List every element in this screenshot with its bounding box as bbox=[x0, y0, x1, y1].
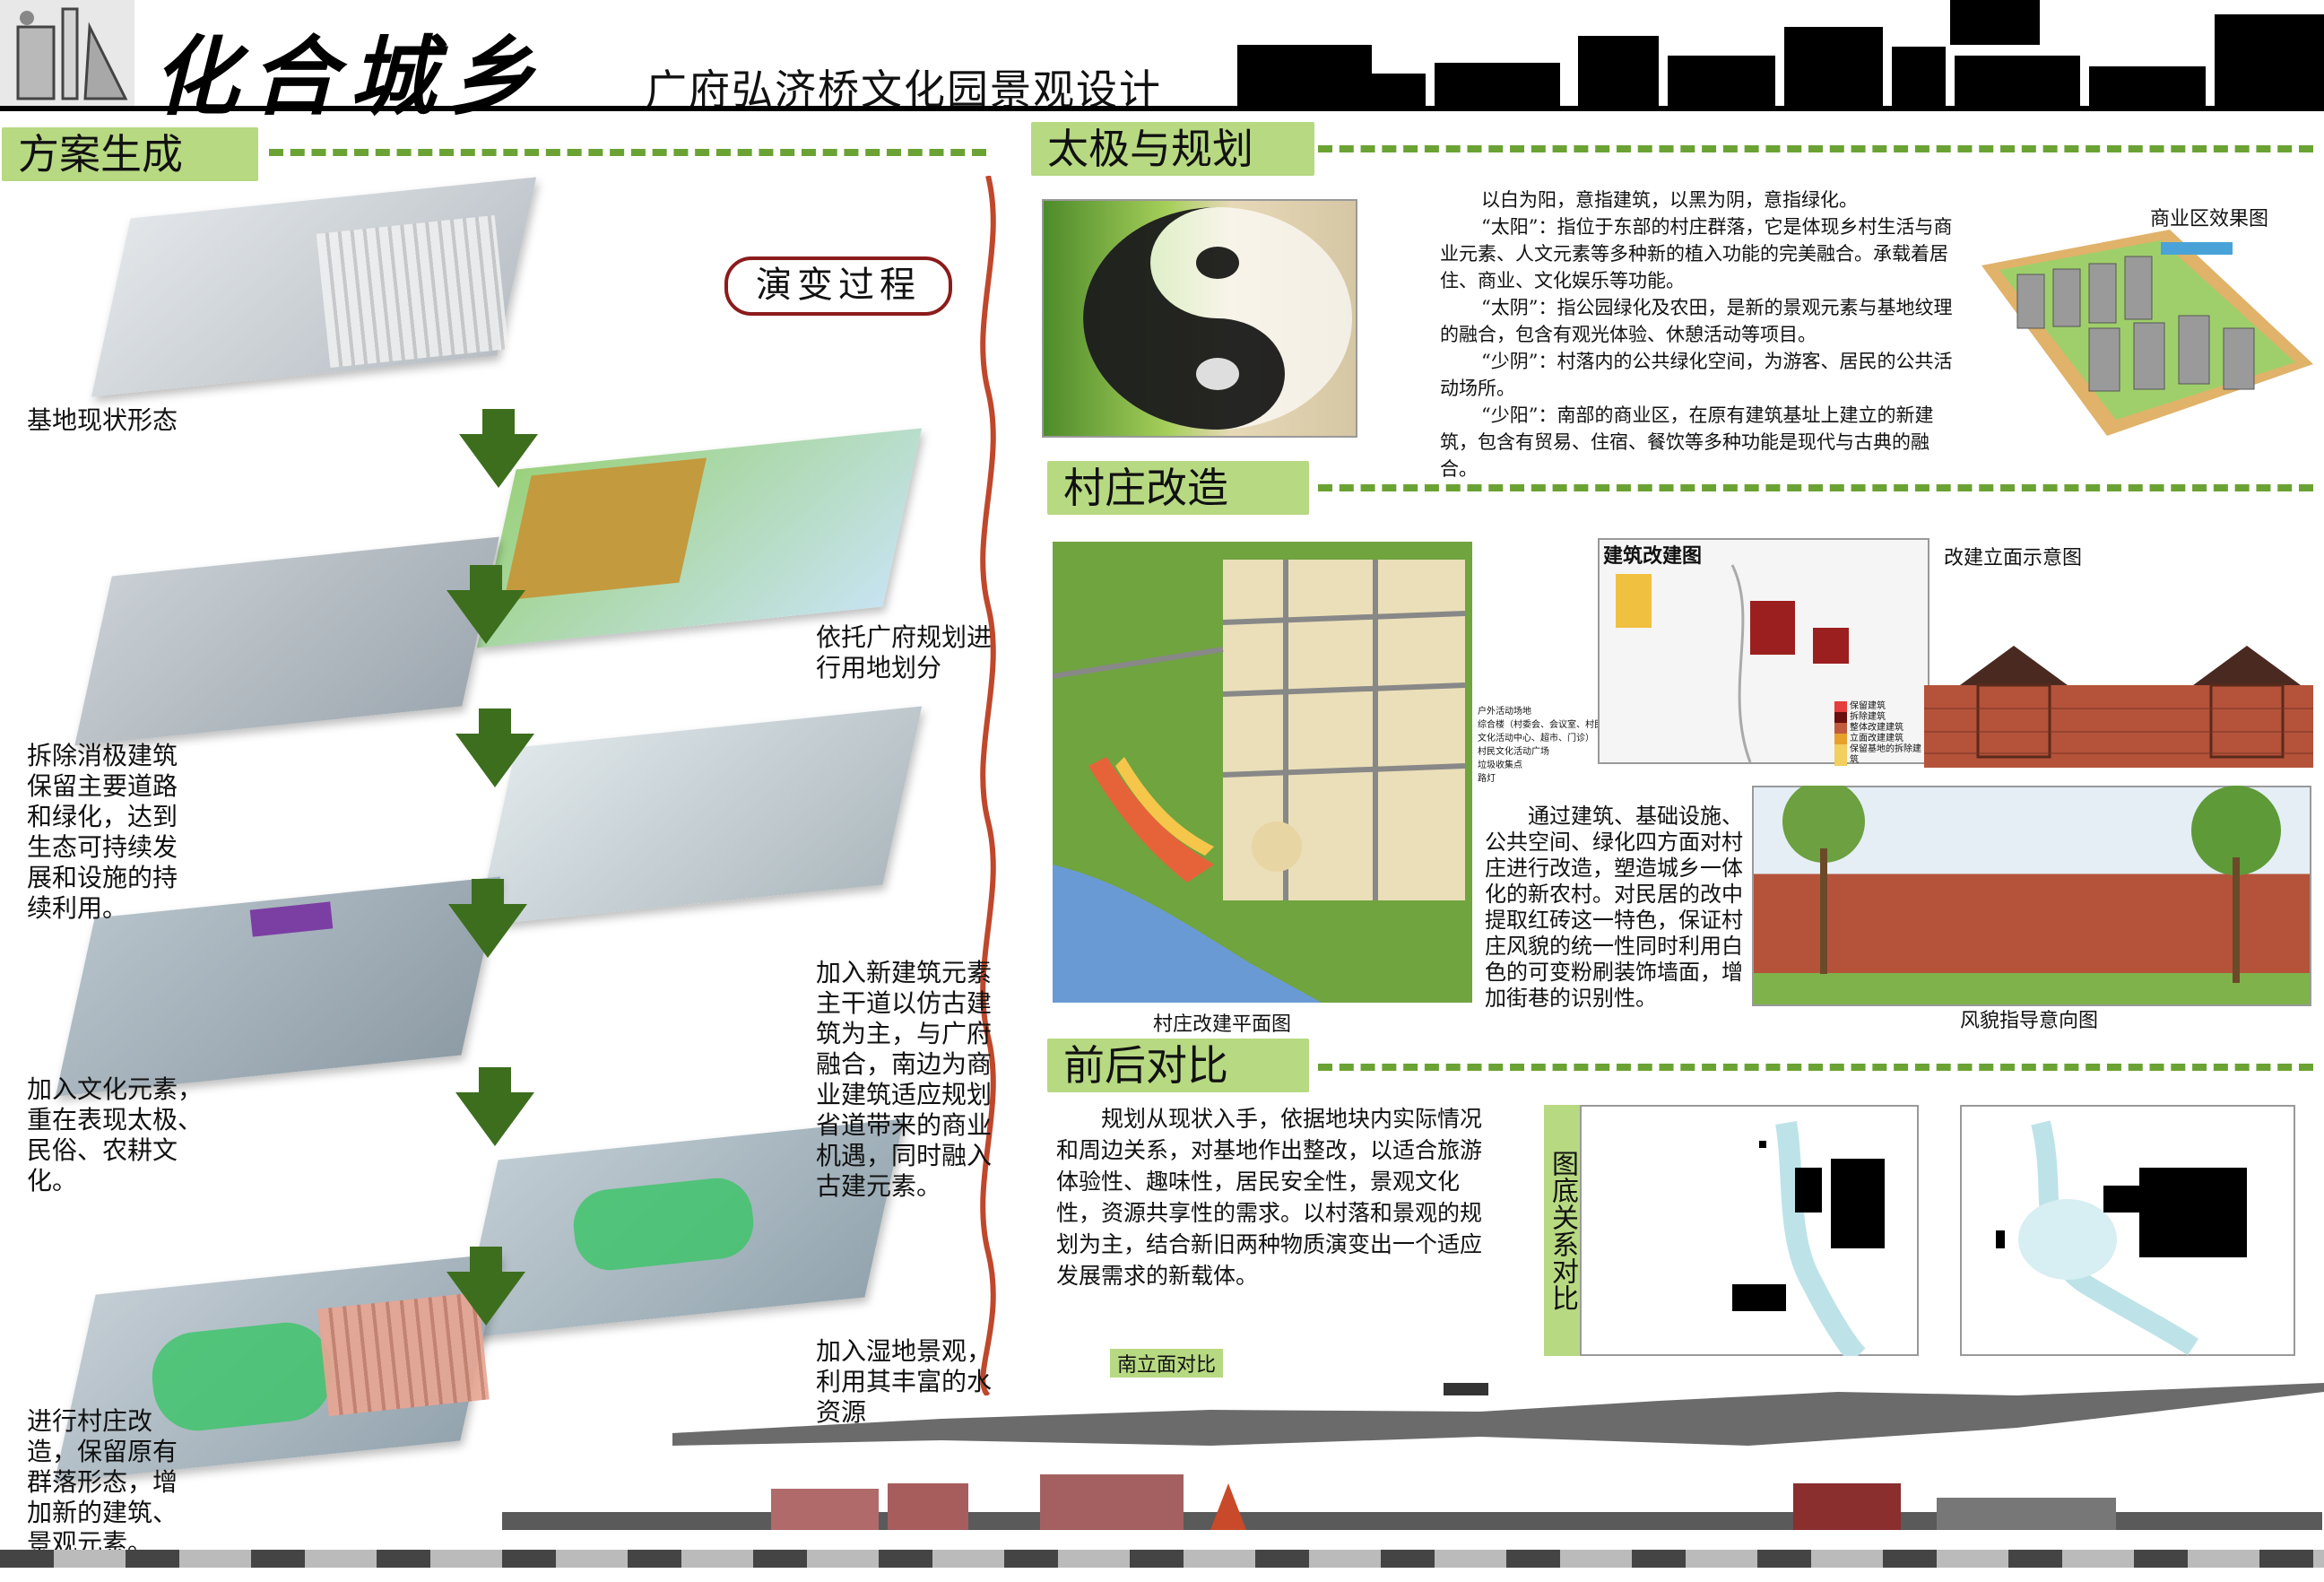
evolution-badge: 演变过程 bbox=[724, 256, 952, 316]
main-title: 化合城乡 bbox=[152, 26, 547, 127]
legend-item: 村民文化活动广场 bbox=[1478, 747, 1549, 757]
figure-ground-after bbox=[1960, 1105, 2295, 1356]
legend-item: 整体改建建筑 bbox=[1834, 723, 1929, 734]
step-4-caption: 加入新建筑元素主干道以仿古建筑为主，与广府融合，南边为商业建筑适应规划省道带来的… bbox=[816, 958, 993, 1201]
section-compare-label: 前后对比 bbox=[1047, 1039, 1309, 1092]
commercial-caption: 商业区效果图 bbox=[2150, 208, 2269, 230]
building-map-title: 建筑改建图 bbox=[1603, 544, 1703, 568]
model-step-3 bbox=[74, 536, 499, 746]
arrow-down-icon bbox=[447, 565, 525, 644]
wavy-divider bbox=[970, 175, 1006, 1398]
building-rebuild-map: 建筑改建图 保留建筑 拆除建筑 整体改建建筑 立面改建建筑 保留基地的拆除建筑 bbox=[1598, 538, 1929, 766]
skyline-block bbox=[1372, 74, 1426, 108]
compare-body-text: 规划从现状入手，依据地块内实际情况和周边关系，对基地作出整改，以适合旅游体验性、… bbox=[1056, 1106, 1483, 1289]
taiji-paragraph: “太阳”：指位于东部的村庄群落，它是体现乡村生活与商业元素、人文元素等多种新的植… bbox=[1440, 216, 1953, 291]
section-divider bbox=[269, 149, 986, 156]
legend-item: 户外活动场地 bbox=[1478, 707, 1531, 717]
legend-item: 保留建筑 bbox=[1834, 701, 1929, 712]
header: 化合城乡 广府弘济桥文化园景观设计 bbox=[0, 0, 2324, 127]
step-1-caption: 基地现状形态 bbox=[27, 405, 178, 435]
skyline-block bbox=[1578, 36, 1659, 108]
figure-ground-before bbox=[1580, 1105, 1919, 1364]
legend-item: 垃圾收集点 bbox=[1478, 761, 1522, 770]
legend-item: 立面改建建筑 bbox=[1834, 734, 1929, 744]
skyline-block bbox=[1892, 47, 1946, 108]
lab-glassware-icon bbox=[0, 0, 134, 106]
taiji-paragraph: “少阴”：村落内的公共绿化空间，为游客、居民的公共活动场所。 bbox=[1440, 351, 1953, 399]
step-3-caption: 拆除消极建筑保留主要道路和绿化，达到生态可持续发展和设施的持续利用。 bbox=[27, 741, 178, 923]
legend-item: 拆除建筑 bbox=[1834, 712, 1929, 723]
section-scheme-label: 方案生成 bbox=[2, 127, 258, 181]
village-plan-legend: 户外活动场地 综合楼（村委会、会议室、村民文化活动中心、超市、门诊） 村民文化活… bbox=[1478, 705, 1603, 786]
south-elevation-buildings bbox=[502, 1465, 2322, 1530]
guide-image bbox=[1752, 786, 2311, 1006]
header-rule bbox=[0, 106, 2324, 111]
legend-item: 保留基地的拆除建筑 bbox=[1834, 744, 1929, 766]
elevation-caption: 改建立面示意图 bbox=[1944, 547, 2083, 569]
arrow-down-icon bbox=[455, 1067, 534, 1146]
bottom-band bbox=[0, 1550, 2324, 1568]
section-divider bbox=[1318, 1064, 2313, 1071]
skyline-block bbox=[1784, 27, 1883, 108]
taiji-paragraph: “少阳”：南部的商业区，在原有建筑基址上建立的新建筑，包含有贸易、住宿、餐饮等多… bbox=[1440, 404, 1934, 480]
legend-item: 路灯 bbox=[1478, 774, 1496, 784]
model-step-4 bbox=[476, 706, 923, 926]
arrow-down-icon bbox=[459, 409, 538, 488]
guide-caption: 风貌指导意向图 bbox=[1960, 1010, 2099, 1032]
south-elevation-label: 南立面对比 bbox=[1110, 1349, 1224, 1378]
step-2-caption: 依托广府规划进行用地划分 bbox=[816, 622, 993, 682]
skyline-block bbox=[2215, 14, 2324, 108]
skyline-block bbox=[2089, 66, 2206, 108]
village-body-text: 通过建筑、基础设施、公共空间、绿化四方面对村庄进行改造，塑造城乡一体化的新农村。… bbox=[1485, 804, 1743, 1011]
skyline-silhouette bbox=[1237, 45, 1372, 108]
arrow-down-icon bbox=[455, 708, 534, 787]
step-5-caption: 加入文化元素，重在表现太极、民俗、农耕文化。 bbox=[27, 1074, 204, 1195]
arrow-down-icon bbox=[448, 879, 527, 958]
village-plan-caption: 村庄改建平面图 bbox=[1153, 1013, 1292, 1036]
skyline-block bbox=[1955, 56, 2080, 108]
skyline-block bbox=[1668, 56, 1775, 108]
skyline-block bbox=[1435, 63, 1560, 108]
arrow-down-icon bbox=[447, 1247, 525, 1326]
step-7-caption: 进行村庄改造，保留原有群落形态，增加新的建筑、景观元素。 bbox=[27, 1406, 178, 1558]
taiji-paragraph: 以白为阳，意指建筑，以黑为阴，意指绿化。 bbox=[1481, 189, 1858, 211]
taiji-text: 以白为阳，意指建筑，以黑为阴，意指绿化。 “太阳”：指位于东部的村庄群落，它是体… bbox=[1440, 187, 1960, 482]
village-plan-image bbox=[1053, 542, 1472, 1003]
model-step-1-buildings bbox=[316, 214, 509, 369]
step-6-caption: 加入湿地景观，利用其丰富的水资源 bbox=[816, 1336, 993, 1427]
skyline-block bbox=[1950, 0, 2040, 45]
section-village-label: 村庄改造 bbox=[1047, 461, 1309, 515]
section-divider bbox=[1318, 484, 2313, 491]
taiji-paragraph: “太阴”：指公园绿化及农田，是新的景观元素与基地纹理的融合，包含有观光体验、休憩… bbox=[1440, 297, 1953, 345]
figure-ground-label: 图底关系对比 bbox=[1544, 1105, 1580, 1356]
section-divider bbox=[1318, 145, 2313, 152]
south-elevation-terrain bbox=[672, 1374, 2324, 1460]
taiji-plan-image bbox=[1042, 199, 1357, 438]
elevation-drawing bbox=[1924, 610, 2313, 768]
legend-item: 综合楼（村委会、会议室、村民文化活动中心、超市、门诊） bbox=[1478, 720, 1603, 743]
section-taiji-label: 太极与规划 bbox=[1031, 122, 1314, 176]
commercial-rendering bbox=[1981, 230, 2313, 436]
building-map-legend: 保留建筑 拆除建筑 整体改建建筑 立面改建建筑 保留基地的拆除建筑 bbox=[1834, 701, 1929, 766]
